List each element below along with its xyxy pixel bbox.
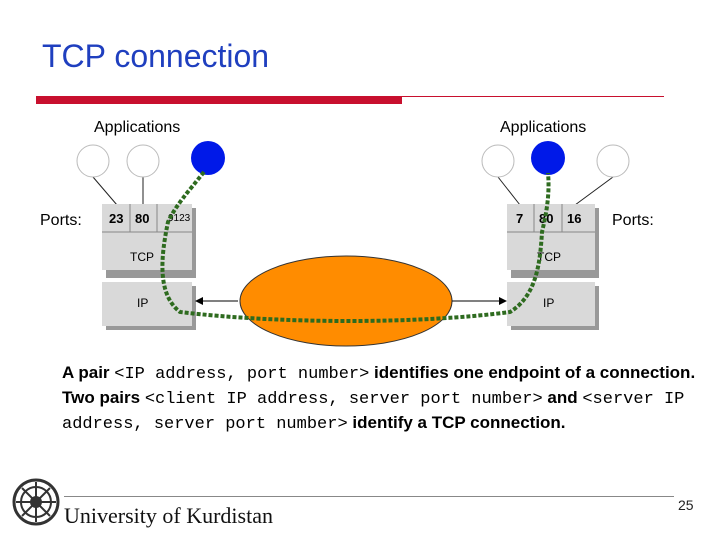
left-app-active-circle	[191, 141, 225, 175]
line2-suffix: identify a TCP connection.	[347, 413, 566, 432]
right-applications-label: Applications	[500, 119, 586, 136]
left-port-9123: 9123	[168, 213, 191, 224]
right-port-7: 7	[516, 211, 523, 226]
server-pair-code: <server IP address, server port number>	[62, 390, 685, 434]
left-app-circle-1	[76, 144, 110, 178]
left-app-link-1	[92, 176, 118, 206]
right-app-active-circle	[531, 141, 565, 175]
left-applications-label: Applications	[94, 119, 180, 136]
title-accent-line	[402, 96, 664, 97]
endpoint-description: A pair <IP address, port number> identif…	[62, 361, 712, 386]
left-ports-box	[102, 204, 192, 270]
university-logo-icon	[12, 478, 60, 526]
right-tcp-label: TCP	[537, 250, 561, 264]
body-text: A pair <IP address, port number> identif…	[62, 361, 712, 436]
tcp-connection-path	[160, 170, 551, 323]
university-name: University of Kurdistan	[64, 503, 273, 528]
page-number: 25	[678, 497, 694, 513]
left-ip-box	[102, 282, 192, 326]
footer-divider	[64, 496, 674, 497]
right-app-circle-2	[596, 144, 630, 178]
slide-title: TCP connection	[42, 38, 270, 74]
right-app-link-2	[574, 176, 614, 206]
right-app-link-1	[497, 176, 521, 206]
left-tcp-label: TCP	[130, 250, 154, 264]
right-ports-label: Ports:	[612, 212, 654, 229]
right-app-circle-1	[481, 144, 515, 178]
left-port-80: 80	[135, 211, 149, 226]
line2-middle: and	[542, 388, 583, 407]
network-cloud	[239, 255, 453, 347]
left-port-23: 23	[109, 211, 123, 226]
title-accent-bar	[36, 96, 402, 104]
connection-description: Two pairs <client IP address, server por…	[62, 386, 712, 436]
left-ports-label: Ports:	[40, 212, 82, 229]
left-app-circle-2	[126, 144, 160, 178]
right-port-16: 16	[567, 211, 581, 226]
right-ip-label: IP	[543, 296, 554, 310]
line1-prefix: A pair	[62, 363, 115, 382]
line1-suffix: identifies one endpoint of a connection.	[369, 363, 696, 382]
endpoint-pair-code: <IP address, port number>	[114, 365, 370, 384]
left-ip-label: IP	[137, 296, 148, 310]
line2-prefix: Two pairs	[62, 388, 145, 407]
right-ports-box	[507, 204, 595, 270]
client-pair-code: <client IP address, server port number>	[144, 390, 543, 409]
